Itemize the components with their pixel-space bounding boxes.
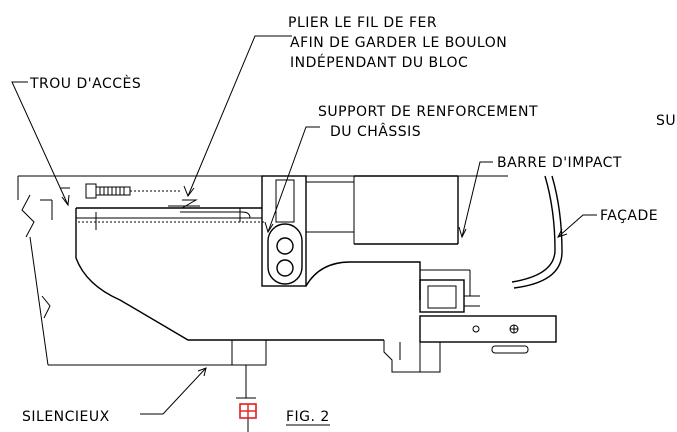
label-cut-off: SU (656, 113, 676, 129)
leader-muffler (140, 367, 207, 415)
bumper-block (75, 207, 384, 341)
leader-muffler-arrow (197, 367, 207, 377)
leader-bend-wire-arrow (183, 185, 195, 198)
leader-bend-wire (187, 35, 292, 197)
label-access-hole: TROU D'ACCÈS (29, 75, 141, 92)
label-bend-wire-line3: INDÉPENDANT DU BLOC (290, 54, 468, 71)
leader-facade-arrow (557, 228, 568, 238)
bolt-vertical (231, 339, 267, 432)
label-impact-bar: BARRE D'IMPACT (497, 155, 622, 171)
label-facade: FAÇADE (600, 208, 658, 224)
label-frame-support-line2: DU CHÂSSIS (330, 122, 421, 140)
lower-bracket (383, 315, 557, 373)
leader-facade (557, 214, 597, 238)
label-figure: FIG. 2 (286, 409, 330, 425)
frame-rail (17, 175, 458, 366)
label-bend-wire-line2: AFIN DE GARDER LE BOULON (290, 35, 507, 51)
leader-frame-support-arrow (264, 221, 274, 234)
leader-frame-support (267, 126, 320, 233)
leader-access-hole (11, 81, 69, 206)
impact-bar (305, 175, 480, 313)
leader-impact-bar (461, 161, 493, 238)
nut-icon (239, 403, 257, 419)
bolt-horizontal (85, 183, 200, 209)
label-muffler: SILENCIEUX (22, 409, 110, 425)
frame-support (261, 175, 355, 287)
leader-impact-bar-arrow (458, 226, 467, 239)
label-frame-support-line1: SUPPORT DE RENFORCEMENT (318, 104, 538, 120)
leader-access-hole-arrow (61, 194, 70, 207)
facade-panel (511, 175, 563, 289)
label-bend-wire-line1: PLIER LE FIL DE FER (288, 15, 437, 31)
